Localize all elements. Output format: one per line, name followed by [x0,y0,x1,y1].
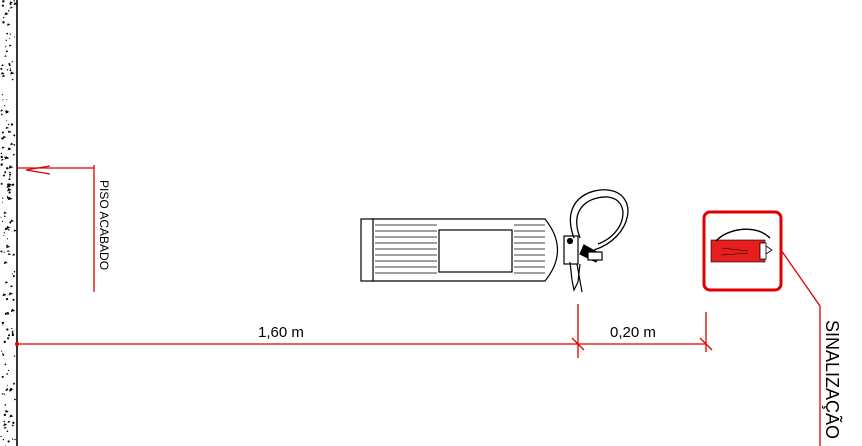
floor-level-label: PISO ACABADO [97,180,111,270]
wall-section [0,0,18,446]
dimension-label-1: 1,60 m [258,324,304,341]
fire-extinguisher-drawing [360,189,629,293]
floor-level-marker: PISO ACABADO [17,165,111,292]
fire-extinguisher-sign [702,210,783,292]
sign-extinguisher-icon [710,228,773,263]
signage-label: SINALIZAÇÃO [822,320,843,439]
body-stripes [375,224,545,274]
dimension-label-2: 0,20 m [610,324,656,341]
dimension-extinguisher-to-sign: 0,20 m [578,312,713,352]
signage-leader: SINALIZAÇÃO [780,249,843,446]
dimension-wall-to-extinguisher: 1,60 m [15,304,585,358]
wall-hatch [0,0,18,446]
